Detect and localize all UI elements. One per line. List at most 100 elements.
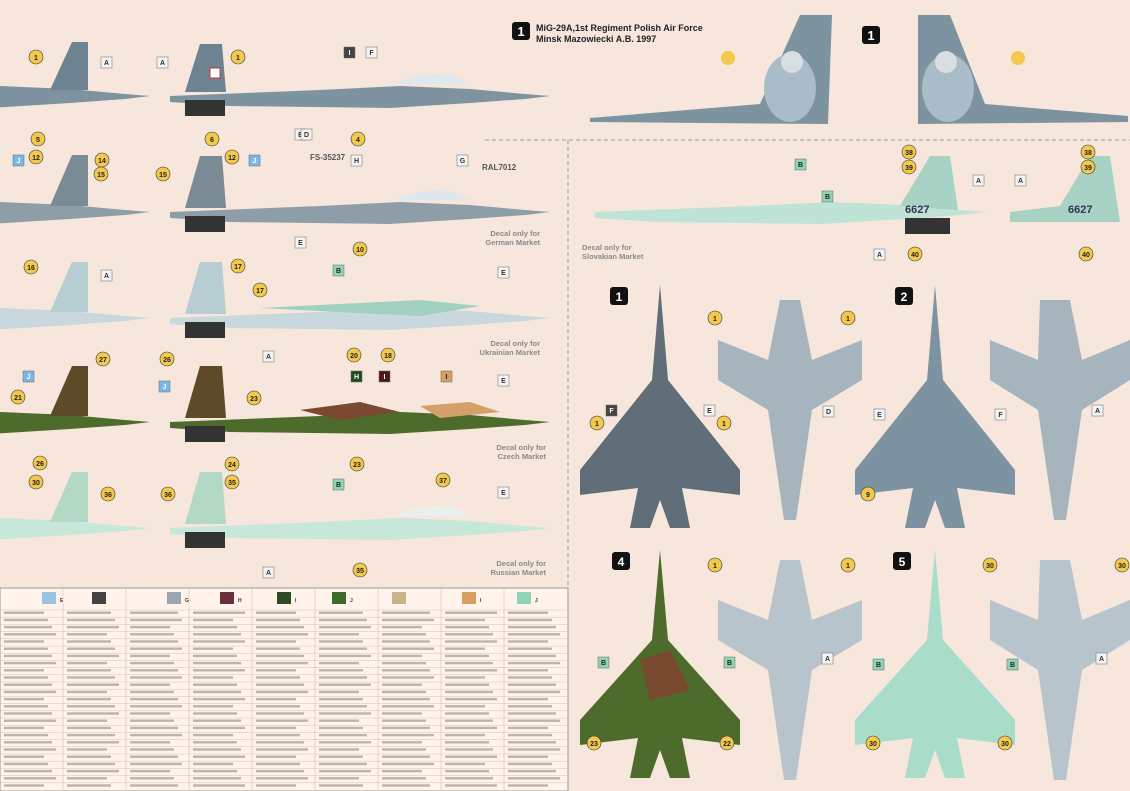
table-cell bbox=[130, 654, 170, 658]
svg-text:B: B bbox=[825, 194, 830, 201]
callout-number: 24 bbox=[224, 456, 240, 472]
color-code-box: B bbox=[597, 656, 610, 669]
table-cell bbox=[4, 748, 56, 751]
table-cell bbox=[508, 633, 560, 636]
callout-number: 35 bbox=[352, 562, 368, 578]
table-cell bbox=[445, 683, 489, 686]
table-cell bbox=[130, 661, 174, 665]
svg-text:E: E bbox=[60, 598, 64, 604]
table-cell bbox=[382, 618, 434, 622]
svg-text:E: E bbox=[298, 240, 303, 247]
title-number: 1 bbox=[517, 24, 524, 39]
fs-color-ref: FS-35237 bbox=[310, 153, 346, 162]
table-cell bbox=[130, 669, 178, 672]
note-russian-2: Russian Market bbox=[491, 568, 547, 577]
svg-text:23: 23 bbox=[353, 462, 361, 469]
table-cell bbox=[319, 748, 359, 751]
table-cell bbox=[130, 726, 178, 730]
table-cell bbox=[67, 769, 119, 773]
table-cell bbox=[445, 705, 485, 708]
table-cell bbox=[256, 748, 308, 751]
table-cell bbox=[130, 647, 182, 650]
svg-text:B: B bbox=[876, 662, 881, 669]
table-cell bbox=[445, 647, 485, 650]
callout-number: 39 bbox=[1080, 159, 1096, 175]
table-cell bbox=[193, 784, 245, 787]
table-cell bbox=[193, 705, 233, 708]
callout-number: 1 bbox=[28, 49, 44, 65]
callout-number: 40 bbox=[907, 246, 923, 262]
callout-number: 17 bbox=[230, 258, 246, 274]
table-cell bbox=[67, 719, 107, 722]
table-cell bbox=[193, 733, 233, 737]
svg-text:36: 36 bbox=[104, 492, 112, 499]
table-cell bbox=[130, 683, 170, 686]
table-cell bbox=[193, 762, 233, 766]
table-cell bbox=[193, 661, 241, 665]
svg-text:40: 40 bbox=[911, 252, 919, 259]
callout-number: 6 bbox=[204, 131, 220, 147]
table-cell bbox=[130, 705, 182, 708]
table-cell bbox=[319, 697, 363, 701]
table-header-cell bbox=[392, 592, 406, 604]
table-cell bbox=[193, 690, 241, 694]
table-cell bbox=[130, 697, 178, 701]
table-cell bbox=[67, 726, 111, 730]
color-code-box: A bbox=[1014, 174, 1027, 187]
table-cell bbox=[193, 618, 233, 622]
table-cell bbox=[319, 669, 363, 672]
table-cell bbox=[256, 625, 304, 629]
tail-insert-left bbox=[590, 15, 832, 124]
table-cell bbox=[256, 647, 300, 650]
table-cell bbox=[67, 748, 107, 751]
table-cell bbox=[193, 755, 245, 758]
svg-text:17: 17 bbox=[234, 264, 242, 271]
table-cell bbox=[4, 611, 44, 614]
svg-text:16: 16 bbox=[27, 265, 35, 272]
callout-number: 35 bbox=[224, 474, 240, 490]
svg-text:E: E bbox=[501, 378, 506, 385]
svg-text:24: 24 bbox=[228, 462, 236, 469]
svg-text:30: 30 bbox=[986, 563, 994, 570]
color-code-box: B bbox=[794, 158, 807, 171]
svg-text:A: A bbox=[825, 656, 830, 663]
callout-number: 30 bbox=[865, 735, 881, 751]
color-code-box: A bbox=[262, 566, 275, 579]
color-code-box: F bbox=[605, 404, 618, 417]
table-cell bbox=[382, 690, 426, 694]
svg-text:B: B bbox=[336, 268, 341, 275]
table-cell bbox=[130, 690, 174, 694]
table-cell bbox=[256, 705, 300, 708]
svg-text:B: B bbox=[1010, 662, 1015, 669]
table-cell bbox=[445, 676, 485, 679]
color-code-box: G bbox=[456, 154, 469, 167]
table-cell bbox=[4, 654, 52, 658]
svg-text:A: A bbox=[104, 60, 109, 67]
color-code-box: B bbox=[872, 658, 885, 671]
table-cell bbox=[382, 784, 430, 787]
table-cell bbox=[382, 762, 434, 766]
svg-text:I: I bbox=[480, 598, 482, 604]
table-cell bbox=[445, 611, 497, 614]
table-cell bbox=[319, 654, 371, 658]
callout-number: 20 bbox=[346, 347, 362, 363]
svg-text:10: 10 bbox=[356, 247, 364, 254]
table-cell bbox=[445, 690, 493, 694]
color-code-box: F bbox=[994, 408, 1007, 421]
table-header-cell: J bbox=[332, 592, 353, 604]
plan-view-1-top bbox=[580, 285, 740, 528]
svg-text:35: 35 bbox=[228, 480, 236, 487]
svg-text:20: 20 bbox=[350, 353, 358, 360]
table-cell bbox=[445, 762, 485, 766]
table-cell bbox=[256, 633, 308, 636]
slovak-serial-2: 6627 bbox=[1068, 204, 1092, 216]
callout-number: 1 bbox=[840, 557, 856, 573]
table-cell bbox=[67, 755, 111, 758]
table-cell bbox=[508, 676, 552, 679]
table-cell bbox=[4, 697, 44, 701]
table-cell bbox=[193, 683, 237, 686]
table-cell bbox=[67, 697, 111, 701]
callout-number: 30 bbox=[1114, 557, 1130, 573]
table-cell bbox=[193, 748, 241, 751]
